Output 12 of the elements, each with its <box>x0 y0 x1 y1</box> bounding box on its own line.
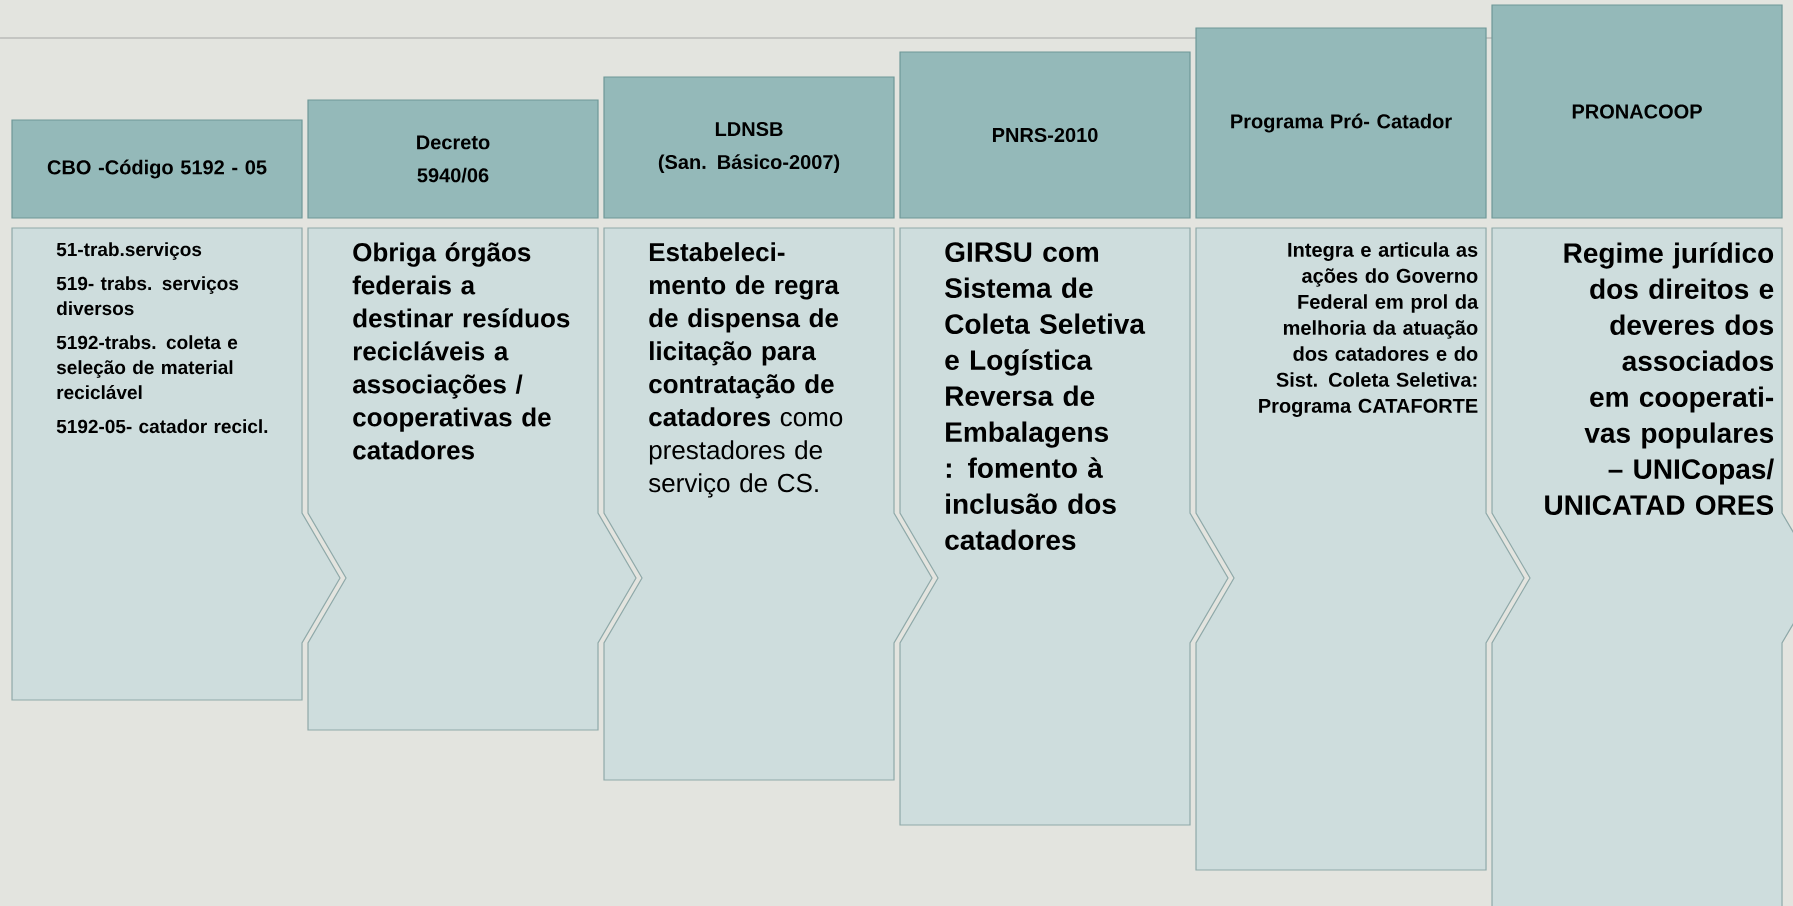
header-box: Decreto 5940/06 <box>307 99 599 219</box>
header-box: PNRS-2010 <box>899 51 1191 219</box>
chevron-card: Obriga órgãos federais a destinar resíduos recicláveis a associações / cooperativas de catadores <box>307 227 637 731</box>
header-box: CBO -Código 5192 - 05 <box>11 119 303 219</box>
chevron-card: Estabeleci-mento de regra de dispensa de licitação para contratação de catadores como prestadores de serviço de CS. <box>603 227 933 781</box>
chevron-card: GIRSU com Sistema de Coleta Seletiva e Logística Reversa de Embalagens : fomento à inclusão dos catadores <box>899 227 1229 826</box>
chevron-card: Regime jurídico dos direitos e deveres dos associados em cooperati-vas populares – UNICopas/ UNICATAD ORES <box>1491 227 1793 906</box>
chevron-card: Integra e articula as ações do Governo Federal em prol da melhoria da atuação dos catadores e do Sist. Coleta Seletiva: Programa CATAFORTE <box>1195 227 1525 871</box>
header-box: PRONACOOP <box>1491 4 1783 219</box>
chevron-card: 51-trab.serviços 519- trabs. serviços diversos 5192-trabs. coleta e seleção de material reciclável 5192-05- catador recicl. <box>11 227 341 701</box>
header-box: LDNSB (San. Básico-2007) <box>603 76 895 219</box>
header-box: Programa Pró- Catador <box>1195 27 1487 219</box>
